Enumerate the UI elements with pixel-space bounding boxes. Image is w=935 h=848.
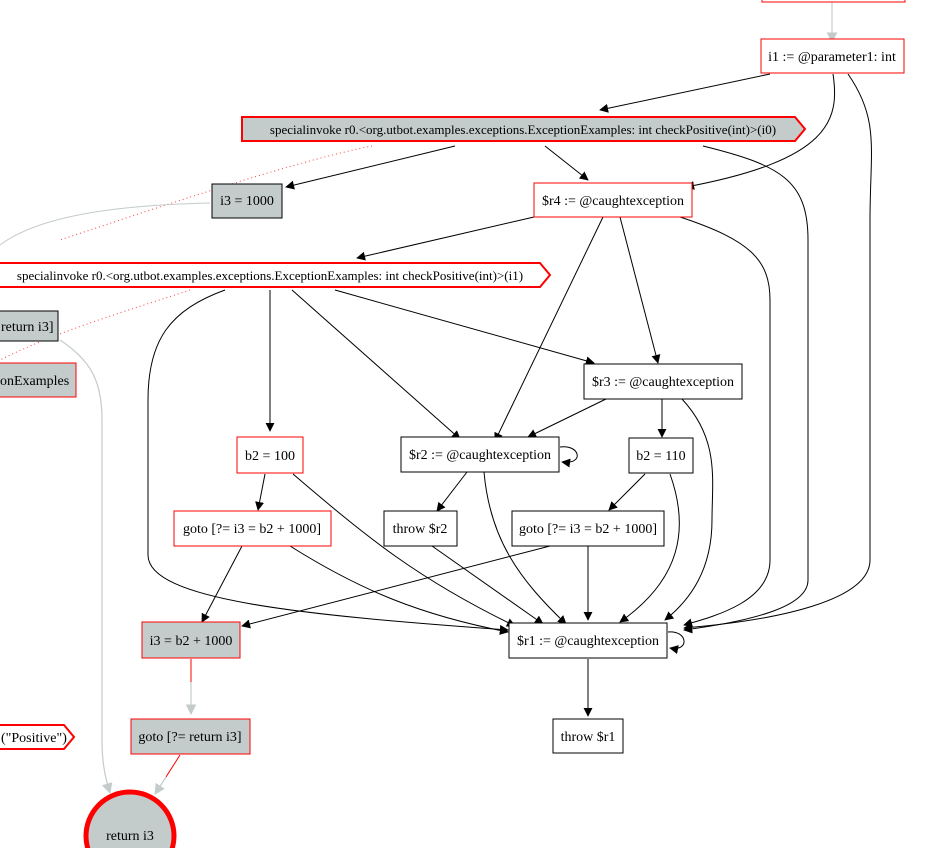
node-r1[interactable]: $r1 := @caughtexception (508, 622, 668, 659)
edge-r2-self (559, 446, 578, 468)
node-r4[interactable]: $r4 := @caughtexception (533, 182, 693, 218)
edge-goto-return-red (165, 754, 181, 778)
node-param1-label: i1 := @parameter1: int (768, 50, 896, 65)
edge-throw-r2-r1 (431, 545, 544, 625)
edge-r3-r2 (527, 398, 607, 438)
node-invoke1[interactable]: specialinvoke r0.<org.utbot.examples.exc… (0, 262, 552, 288)
edge-invoke0-i3 (285, 145, 456, 190)
node-param1[interactable]: i1 := @parameter1: int (760, 38, 905, 74)
node-i3-1000-label: i3 = 1000 (220, 194, 274, 209)
edge-i3-left-gray (0, 202, 211, 246)
node-b2-110-label: b2 = 110 (636, 449, 685, 464)
edge-b2-110-r1 (619, 473, 680, 623)
node-top-partial[interactable] (761, 0, 906, 3)
node-throw-r2-label: throw $r2 (393, 522, 448, 537)
node-positive-partial-label: ("Positive") (1, 731, 67, 746)
edge-return-partial-gray (59, 339, 113, 795)
edge-r2-throw (436, 471, 468, 512)
node-throw-r2[interactable]: throw $r2 (383, 510, 458, 547)
edge-param1-r4 (685, 73, 836, 190)
edge-invoke1-left-dotted (0, 289, 191, 361)
node-i3-b2-label: i3 = b2 + 1000 (150, 634, 233, 649)
node-r4-label: $r4 := @caughtexception (542, 194, 684, 209)
edge-invoke0-r4 (544, 145, 589, 181)
edge-r4-r1 (679, 216, 771, 628)
node-r2[interactable]: $r2 := @caughtexception (400, 436, 560, 473)
node-i3-1000[interactable]: i3 = 1000 (211, 183, 283, 219)
node-examples-partial-label: onExamples (0, 374, 69, 389)
edge-param1-r1 (683, 73, 872, 632)
edge-goto-return-gray (154, 776, 167, 795)
node-i3-b2[interactable]: i3 = b2 + 1000 (141, 621, 241, 659)
node-goto-left[interactable]: goto [?= i3 = b2 + 1000] (173, 510, 332, 547)
edge-invoke1-r1 (147, 289, 509, 634)
node-goto-left-label: goto [?= i3 = b2 + 1000] (183, 522, 321, 537)
edge-r4-r3 (619, 216, 661, 364)
edge-invoke1-r3 (334, 289, 595, 366)
edge-r4-r2 (494, 216, 604, 442)
node-r1-label: $r1 := @caughtexception (517, 634, 659, 649)
edge-goto-left-i3b2 (201, 545, 243, 623)
node-r3[interactable]: $r3 := @caughtexception (583, 363, 743, 400)
edge-invoke1-r2 (291, 289, 461, 440)
node-goto-right[interactable]: goto [?= i3 = b2 + 1000] (511, 510, 665, 547)
edge-goto-left-r1 (289, 545, 509, 635)
edge-r3-r1 (664, 398, 714, 621)
node-r3-label: $r3 := @caughtexception (592, 375, 734, 390)
node-invoke0[interactable]: specialinvoke r0.<org.utbot.examples.exc… (241, 116, 807, 142)
edges (0, 0, 872, 795)
node-invoke0-label: specialinvoke r0.<org.utbot.examples.exc… (270, 122, 776, 137)
edge-r4-invoke1 (356, 216, 535, 261)
edge-r1-self (667, 631, 685, 654)
node-invoke1-label: specialinvoke r0.<org.utbot.examples.exc… (17, 268, 523, 283)
node-return-i3[interactable]: return i3 (83, 789, 177, 848)
node-goto-right-label: goto [?= i3 = b2 + 1000] (519, 522, 657, 537)
node-goto-return[interactable]: goto [?= return i3] (130, 718, 251, 755)
edge-b2-100-goto (255, 473, 266, 511)
node-return-partial-label: return i3] (1, 320, 53, 335)
node-return-partial[interactable]: return i3] (0, 310, 59, 342)
node-throw-r1[interactable]: throw $r1 (552, 718, 624, 754)
edge-invoke0-left-dotted (59, 145, 373, 241)
edge-b2-110-goto (608, 473, 646, 511)
node-positive-partial[interactable]: ("Positive") (0, 724, 76, 750)
node-b2-110[interactable]: b2 = 110 (628, 437, 694, 474)
node-b2-100-label: b2 = 100 (245, 449, 295, 464)
edge-r2-r1 (483, 471, 567, 625)
node-examples-partial[interactable]: onExamples (0, 362, 77, 398)
edge-param1-invoke0 (599, 73, 771, 113)
node-r2-label: $r2 := @caughtexception (409, 448, 551, 463)
edge-goto-right-i3b2 (241, 545, 551, 629)
node-b2-100[interactable]: b2 = 100 (236, 436, 304, 474)
node-throw-r1-label: throw $r1 (561, 730, 616, 745)
node-goto-return-label: goto [?= return i3] (138, 730, 241, 745)
node-return-i3-label: return i3 (106, 829, 154, 844)
edge-b2-100-r1 (292, 473, 516, 627)
edge-invoke0-r1 (683, 145, 809, 634)
